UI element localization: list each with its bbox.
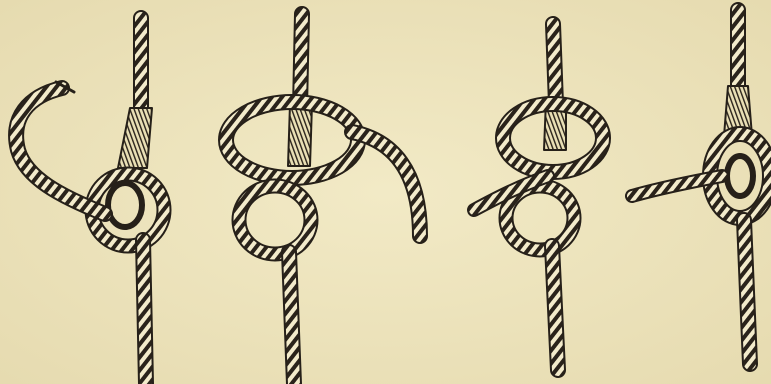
eye-splice-taper [288, 104, 312, 166]
standing-rope-top-twist [300, 14, 302, 108]
standing-rope-bottom-twist [143, 240, 146, 384]
standing-rope-bottom-twist [744, 220, 750, 364]
standing-rope-bottom-twist [552, 246, 558, 370]
standing-rope-top-twist [553, 24, 556, 104]
standing-rope-bottom-twist [289, 252, 294, 384]
